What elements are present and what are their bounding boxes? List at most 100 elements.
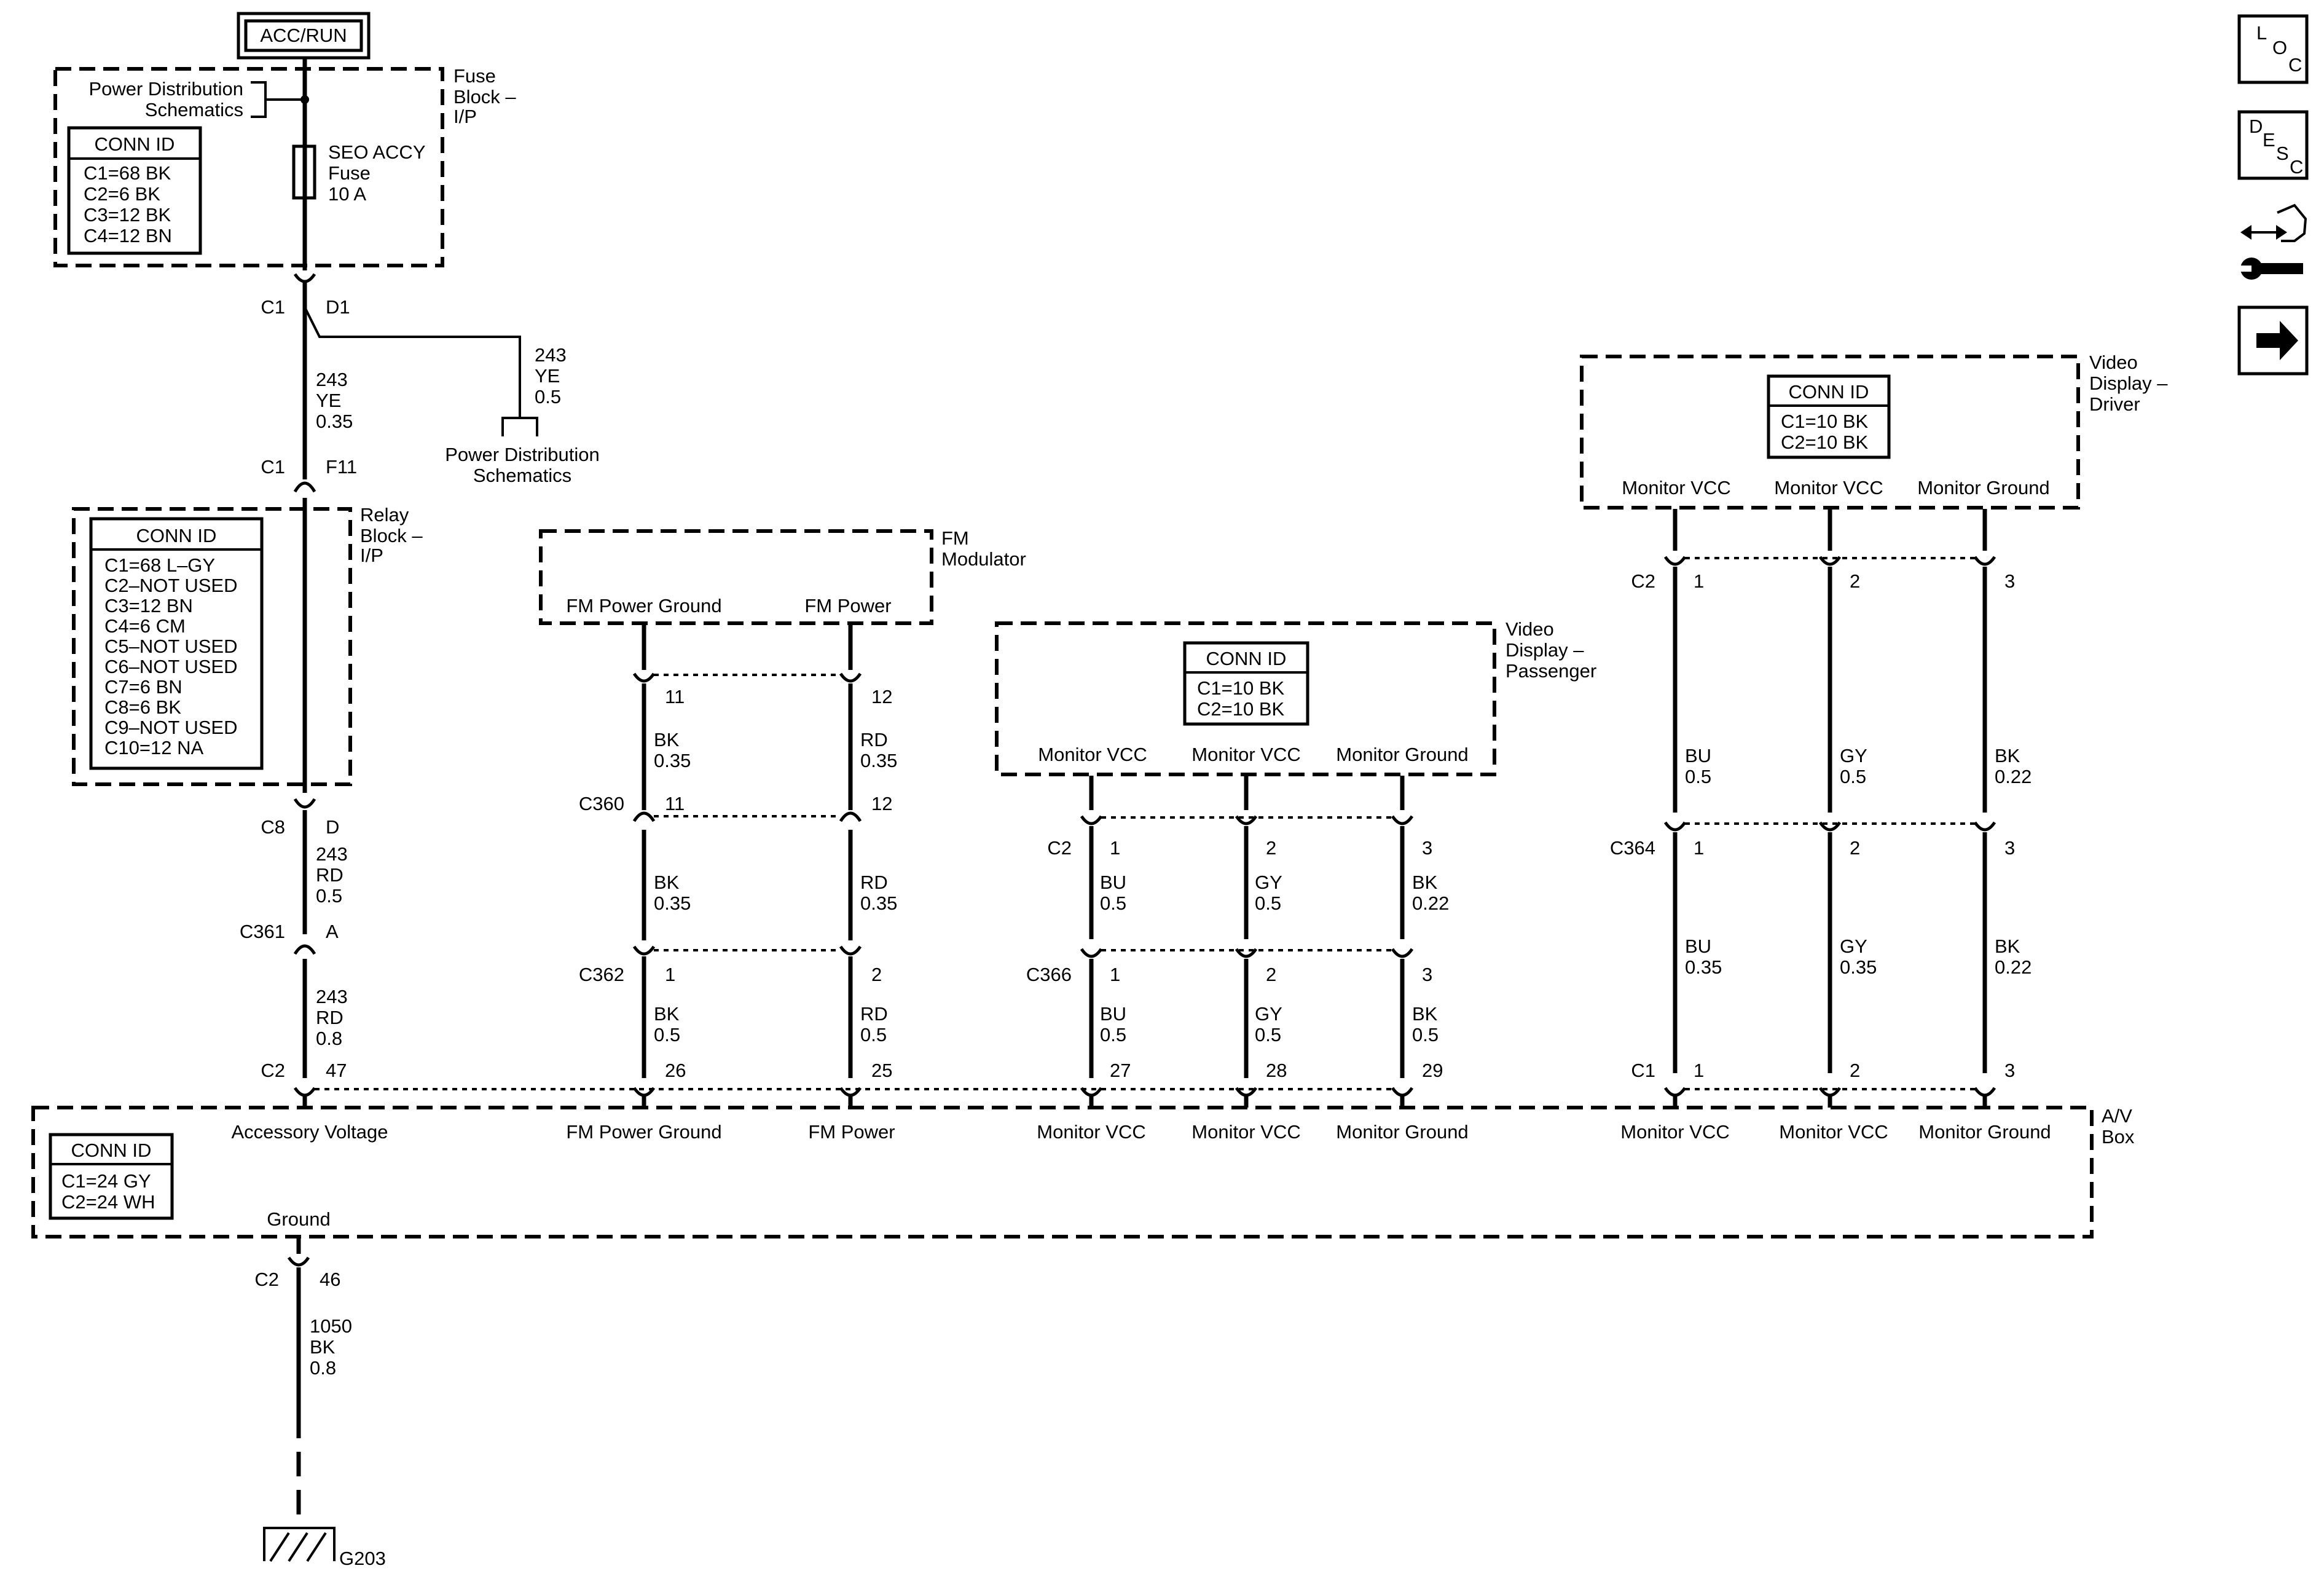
vd-pin-1: Monitor VCC (1622, 477, 1730, 498)
vd-c1-label: C1 (1631, 1060, 1655, 1081)
vd-c2-label: C2 (1631, 570, 1655, 592)
loc-button-icon[interactable]: L O C (2237, 14, 2309, 84)
vd-wire-b2-color: GY (1840, 935, 1867, 957)
desc-button-icon[interactable]: D E S C (2237, 110, 2309, 180)
fuse-label-3: 10 A (328, 183, 366, 205)
vp-conn-line-2: C2=10 BK (1197, 698, 1285, 720)
vd-wire-a1-size: 0.5 (1685, 766, 1711, 787)
vp-conn-id-title: CONN ID (1206, 648, 1287, 669)
fm-modulator: FM Modulator FM Power Ground FM Power 11… (539, 527, 1026, 1078)
vd-pin-3: Monitor Ground (1917, 477, 2049, 498)
vd-c1-pin-3: 3 (2004, 1060, 2015, 1081)
fm-conn-pin-11: 11 (665, 686, 685, 707)
power-source-label: ACC/RUN (260, 25, 347, 46)
fuse-conn-line-1: C1=68 BK (84, 162, 171, 184)
vd-pin-2: Monitor VCC (1774, 477, 1883, 498)
av-c2-pin-28: 28 (1266, 1060, 1287, 1081)
av-pin-fm-power-ground: FM Power Ground (566, 1121, 721, 1143)
av-c2-pin-27: 27 (1110, 1060, 1131, 1081)
av-conn-line-2: C2=24 WH (61, 1191, 155, 1213)
fm-pin-power: FM Power (804, 595, 891, 616)
fm-wire-b1-color: BK (654, 872, 680, 893)
video-display-driver: Video Display – Driver CONN ID C1=10 BK … (1580, 352, 2168, 1081)
branch-wire-color: YE (535, 365, 560, 387)
vp-wire-b2-color: GY (1255, 1003, 1282, 1025)
ground-circuit: C2 46 1050 BK 0.8 G203 (254, 1237, 386, 1569)
vd-wire-a2-color: GY (1840, 745, 1867, 766)
relay-conn-line-5: C5–NOT USED (104, 636, 238, 657)
c364-pin-3: 3 (2004, 837, 2015, 859)
c362-pin-2: 2 (871, 964, 882, 985)
av-pin-monitor-vcc-4: Monitor VCC (1779, 1121, 1888, 1143)
vp-wire-a2-color: GY (1255, 872, 1282, 893)
ground-id-label: G203 (339, 1548, 386, 1569)
c364-pin-2: 2 (1850, 837, 1860, 859)
vd-conn-id-title: CONN ID (1789, 381, 1869, 403)
fm-conn-pin-12: 12 (871, 686, 892, 707)
main-wire-1-circuit: 243 (316, 369, 348, 390)
vd-c1-pin-2: 2 (1850, 1060, 1860, 1081)
relay-block-title-3: I/P (360, 545, 383, 566)
av-pin-monitor-ground-2: Monitor Ground (1918, 1121, 2051, 1143)
fm-wire-c2-size: 0.5 (860, 1024, 887, 1045)
c362-pin-1: 1 (665, 964, 675, 985)
ground-wire-circuit: 1050 (310, 1315, 352, 1337)
conn-label-c1: C1 (261, 296, 285, 318)
loc-letter-o: O (2272, 37, 2287, 58)
main-wire-3-color: RD (316, 1007, 343, 1028)
relay-conn-line-2: C2–NOT USED (104, 575, 238, 596)
desc-letter-e: E (2263, 129, 2275, 151)
pd-schematics-ref-1: Power Distribution (88, 78, 243, 100)
vd-wire-a1-color: BU (1685, 745, 1711, 766)
ground-wire-size: 0.8 (310, 1357, 336, 1379)
fm-title-2: Modulator (941, 548, 1026, 570)
vp-c2-pin-2: 2 (1266, 837, 1276, 859)
next-arrow-icon[interactable] (2237, 305, 2309, 376)
main-wire-2-color: RD (316, 864, 343, 886)
vd-c2-pin-1: 1 (1694, 570, 1704, 592)
av-pin-monitor-vcc-1: Monitor VCC (1037, 1121, 1145, 1143)
fuse-conn-line-3: C3=12 BK (84, 204, 171, 226)
relay-in-label: C1 (261, 456, 285, 478)
av-c2-pin-26: 26 (665, 1060, 686, 1081)
branch-ref-2: Schematics (473, 465, 571, 486)
vd-c1-pin-1: 1 (1694, 1060, 1704, 1081)
vd-wire-b3-size: 0.22 (1995, 956, 2032, 978)
vp-wire-b3-size: 0.5 (1412, 1024, 1439, 1045)
vd-title-2: Display – (2089, 372, 2168, 394)
relay-conn-line-8: C8=6 BK (104, 696, 181, 718)
relay-conn-line-9: C9–NOT USED (104, 717, 238, 738)
branch-to-power-distribution: 243 YE 0.5 Power Distribution Schematics (304, 307, 600, 486)
connector-repair-icon[interactable] (2239, 203, 2307, 280)
vd-title-1: Video (2089, 352, 2138, 373)
relay-conn-line-7: C7=6 BN (104, 676, 183, 698)
vp-wire-a1-color: BU (1100, 872, 1126, 893)
vd-wire-b2-size: 0.35 (1840, 956, 1877, 978)
av-title-2: Box (2102, 1126, 2135, 1148)
vd-c2-pin-3: 3 (2004, 570, 2015, 592)
vp-c2-pin-1: 1 (1110, 837, 1120, 859)
vp-title-1: Video (1505, 618, 1554, 640)
ground-conn-pin: 46 (320, 1269, 340, 1290)
fm-wire-a2-size: 0.35 (860, 750, 897, 771)
vd-title-3: Driver (2089, 393, 2140, 415)
fuse-block: Fuse Block – I/P Power Distribution Sche… (53, 65, 516, 267)
main-wire-1-color: YE (316, 390, 341, 411)
fuse-conn-id-title: CONN ID (95, 133, 175, 155)
av-c2-pin-25: 25 (871, 1060, 892, 1081)
vp-title-2: Display – (1505, 639, 1584, 661)
c366-label: C366 (1026, 964, 1072, 985)
av-c2-pin-47: 47 (326, 1060, 347, 1081)
av-pin-accessory-voltage: Accessory Voltage (231, 1121, 388, 1143)
power-source: ACC/RUN (237, 12, 371, 60)
relay-block-c1-f11-connector: C1 F11 (261, 456, 357, 793)
c366-pin-3: 3 (1422, 964, 1432, 985)
fm-pin-power-ground: FM Power Ground (566, 595, 721, 616)
fm-title-1: FM (941, 527, 969, 549)
vd-wire-b3-color: BK (1995, 935, 2020, 957)
main-wire-1-size: 0.35 (316, 411, 353, 432)
fm-wire-c2-color: RD (860, 1003, 888, 1025)
ground-symbol-icon (263, 1527, 336, 1562)
ground-wire-color: BK (310, 1336, 336, 1358)
fm-wire-b2-color: RD (860, 872, 888, 893)
